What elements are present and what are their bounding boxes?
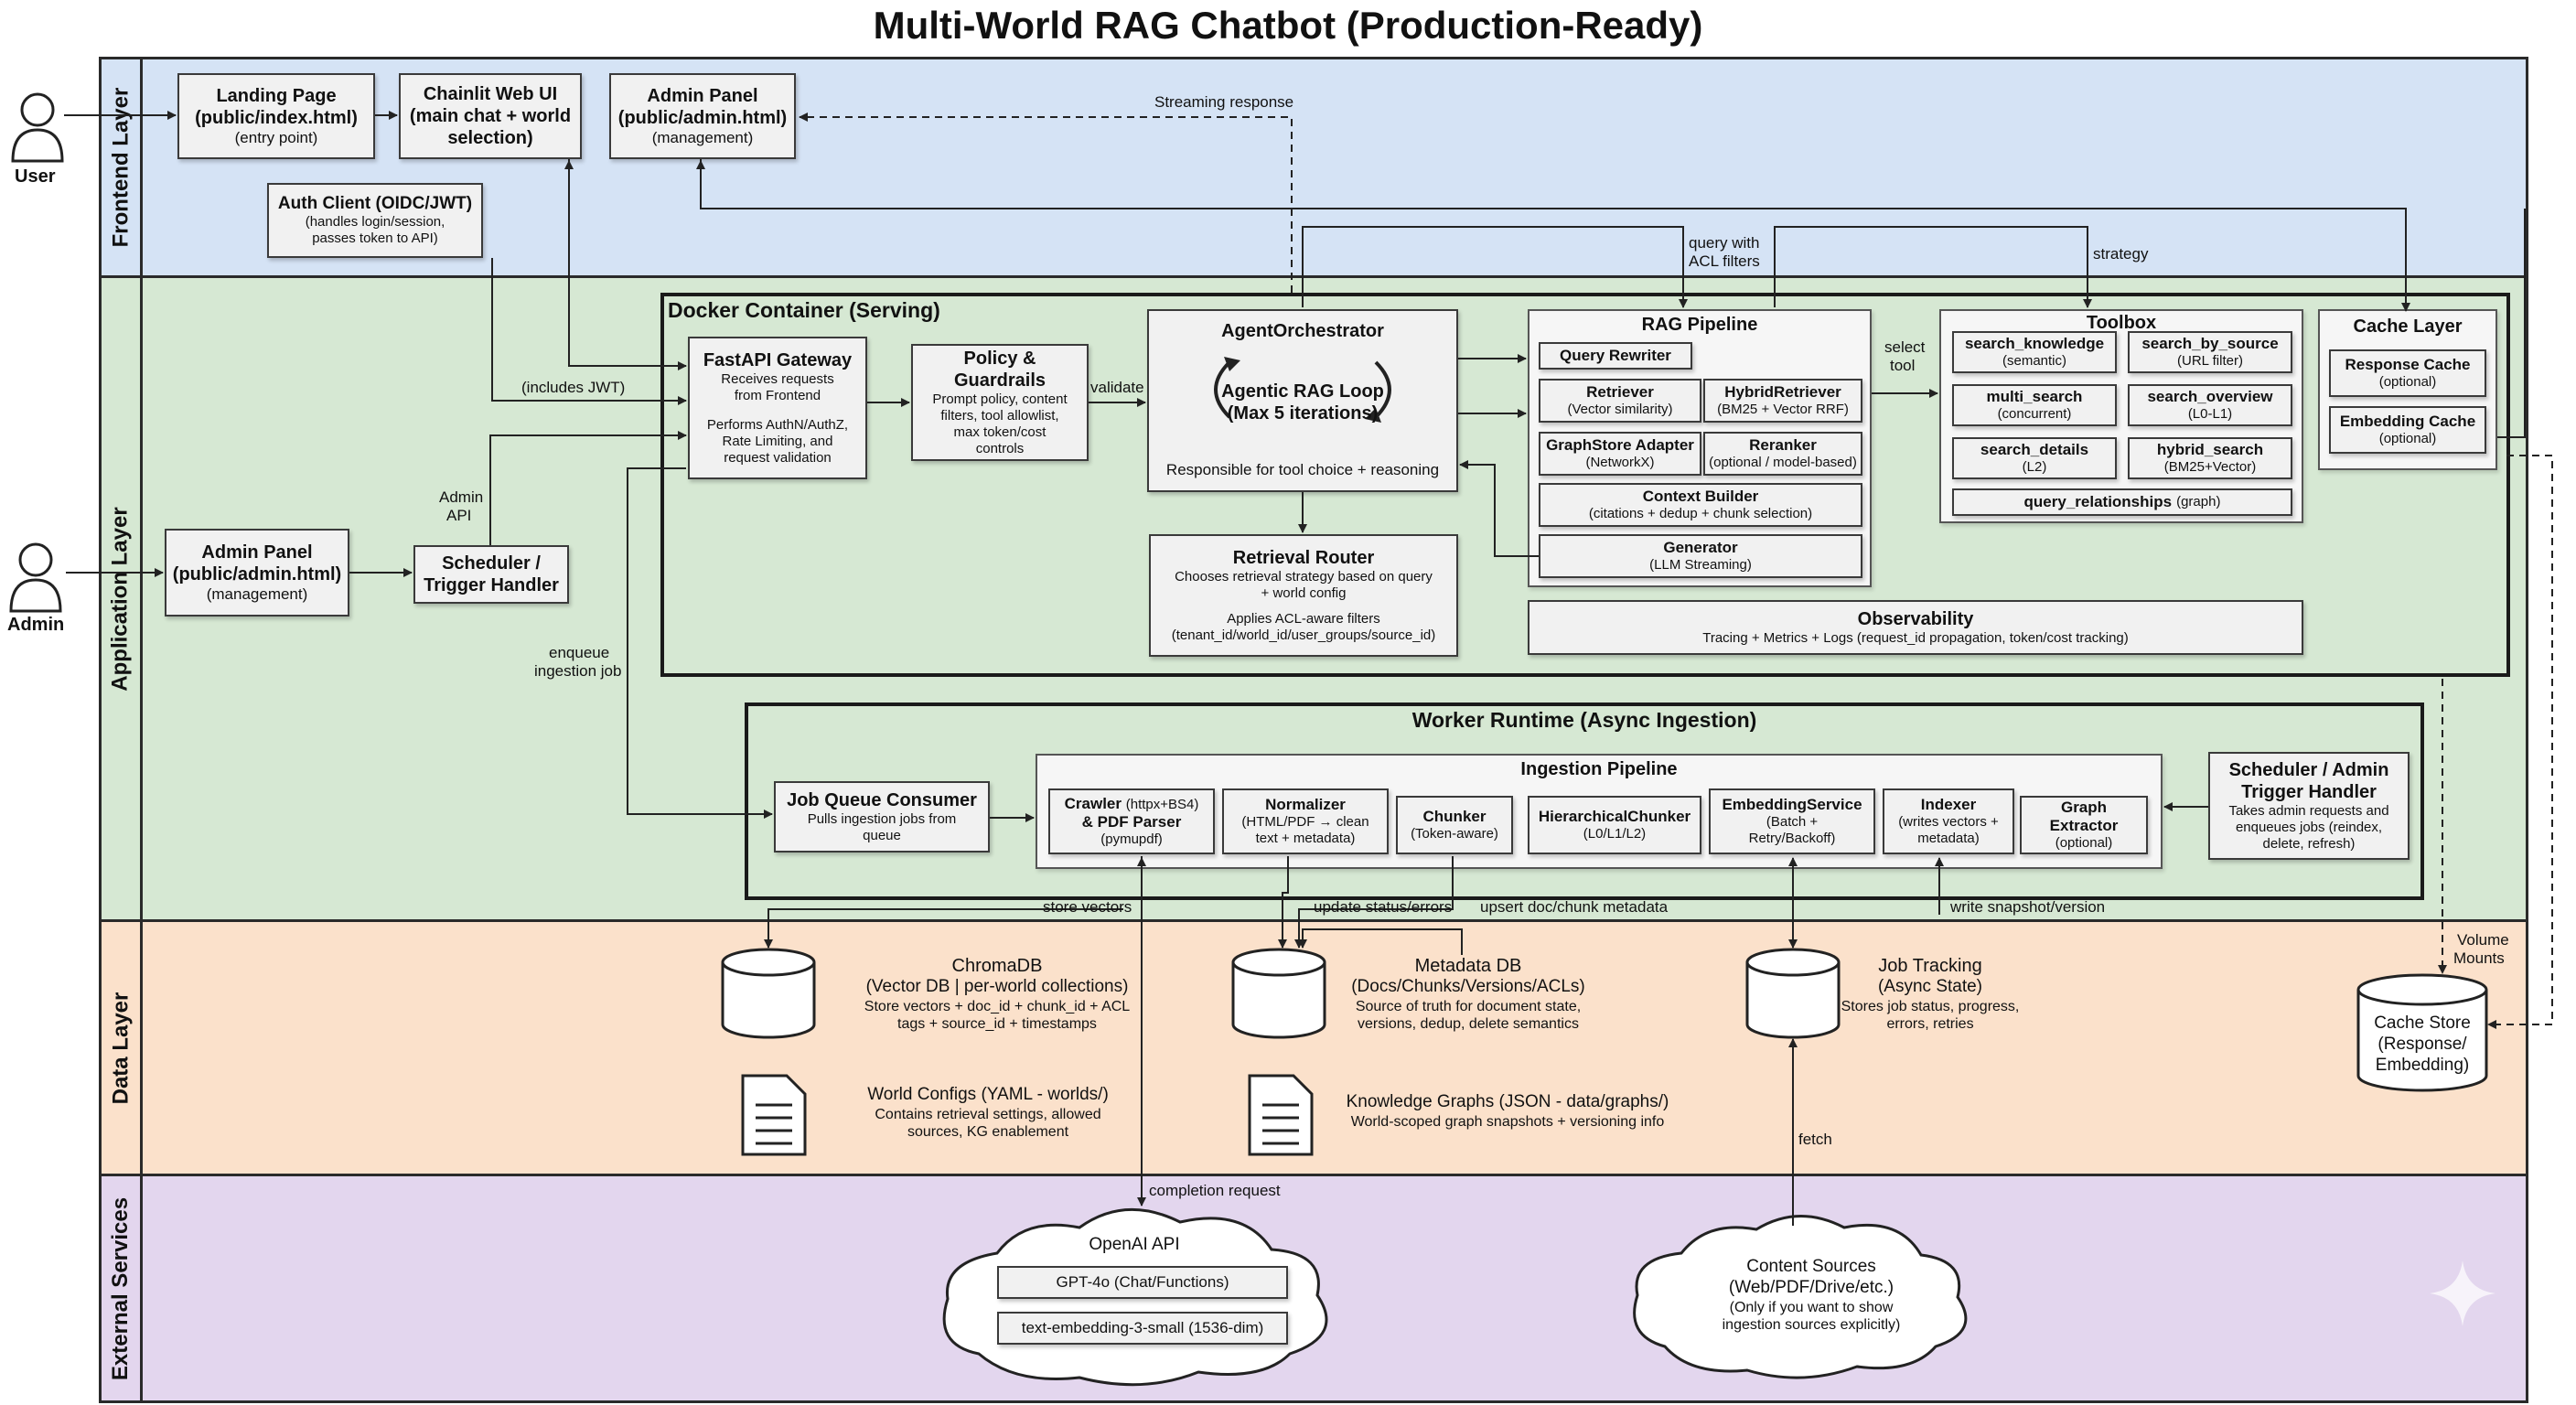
chainlit-web-ui-box: Chainlit Web UI (main chat + world selec… [399, 73, 582, 159]
context-builder-box: Context Builder (citations + dedup + chu… [1539, 483, 1862, 527]
tool-search-by-source: search_by_source (URL filter) [2128, 331, 2292, 373]
diagram-title: Multi-World RAG Chatbot (Production-Read… [873, 4, 1703, 47]
frontend-layer-label: Frontend Layer [99, 57, 143, 278]
landing-page-box: Landing Page (public/index.html) (entry … [177, 73, 375, 159]
graphstore-adapter-box: GraphStore Adapter (NetworkX) [1539, 432, 1701, 476]
edge-label-update-status: update status/errors [1314, 898, 1453, 916]
hybrid-retriever-box: HybridRetriever (BM25 + Vector RRF) [1703, 379, 1862, 423]
edge-label-admin-api-1: Admin [439, 488, 484, 506]
worker-runtime-title: Worker Runtime (Async Ingestion) [1411, 708, 1757, 732]
edge-label-strategy: strategy [2093, 245, 2149, 263]
reranker-box: Reranker (optional / model-based) [1703, 432, 1862, 476]
external-services-label: External Services [99, 1174, 143, 1403]
tool-search-overview: search_overview (L0-L1) [2128, 384, 2292, 426]
application-layer-label: Application Layer [99, 275, 143, 922]
crawler-box: Crawler (httpx+BS4) & PDF Parser (pymupd… [1048, 788, 1215, 854]
retrieval-router-box: Retrieval Router Chooses retrieval strat… [1149, 534, 1458, 657]
auth-client-box: Auth Client (OIDC/JWT) (handles login/se… [267, 183, 483, 258]
knowledge-graphs-text: Knowledge Graphs (JSON - data/graphs/) W… [1346, 1092, 1669, 1130]
generator-box: Generator (LLM Streaming) [1539, 534, 1862, 578]
cache-store-text: Cache Store (Response/ Embedding) [2374, 1014, 2471, 1075]
user-icon [11, 92, 64, 163]
hierarchical-chunker-box: HierarchicalChunker (L0/L1/L2) [1528, 796, 1701, 854]
sparkle-icon [2430, 1260, 2496, 1326]
retriever-box: Retriever (Vector similarity) [1539, 379, 1701, 423]
tool-search-knowledge: search_knowledge (semantic) [1952, 331, 2117, 373]
edge-label-write-snapshot: write snapshot/version [1950, 898, 2106, 916]
edge-label-query-acl-1: query with [1689, 234, 1760, 252]
edge-label-upsert: upsert doc/chunk metadata [1480, 898, 1669, 916]
admin-label: Admin [7, 615, 65, 635]
app-admin-panel-box: Admin Panel (public/admin.html) (managem… [165, 529, 349, 617]
embedding-service-box: EmbeddingService (Batch + Retry/Backoff) [1709, 788, 1875, 854]
embedding-model-box: text-embedding-3-small (1536-dim) [997, 1312, 1288, 1345]
fastapi-gateway-box: FastAPI Gateway Receives requests from F… [688, 337, 867, 479]
scheduler-trigger-box: Scheduler / Trigger Handler [413, 545, 569, 604]
edge-label-enqueue-2: ingestion job [534, 662, 622, 680]
edge-label-completion-request: completion request [1149, 1182, 1281, 1199]
edge-label-query-acl-2: ACL filters [1689, 252, 1760, 270]
edge-label-includes-jwt: (includes JWT) [521, 379, 626, 396]
response-cache-box: Response Cache (optional) [2329, 349, 2486, 397]
agentic-loop-icon [1214, 357, 1391, 423]
edge-label-store-vectors: store vectors [1043, 898, 1132, 916]
chromadb-text: ChromaDB (Vector DB | per-world collecti… [864, 956, 1131, 1032]
indexer-box: Indexer (writes vectors + metadata) [1883, 788, 2014, 854]
openai-api-title: OpenAI API [1089, 1235, 1180, 1254]
scheduler-admin-trigger-box: Scheduler / Admin Trigger Handler Takes … [2208, 752, 2410, 860]
metadata-db-text: Metadata DB (Docs/Chunks/Versions/ACLs) … [1351, 956, 1585, 1032]
gpt4o-model-box: GPT-4o (Chat/Functions) [997, 1266, 1288, 1299]
normalizer-box: Normalizer (HTML/PDF → clean text + meta… [1222, 788, 1389, 854]
edge-label-validate: validate [1090, 379, 1144, 396]
edge-label-fetch: fetch [1798, 1131, 1832, 1148]
tool-search-details: search_details (L2) [1952, 437, 2117, 479]
job-queue-consumer-box: Job Queue Consumer Pulls ingestion jobs … [774, 781, 990, 853]
data-layer-label: Data Layer [99, 919, 143, 1176]
admin-icon [9, 542, 62, 613]
observability-box: Observability Tracing + Metrics + Logs (… [1528, 600, 2303, 655]
query-rewriter-box: Query Rewriter [1539, 342, 1692, 370]
docker-container-title: Docker Container (Serving) [668, 298, 940, 322]
edge-label-admin-api-2: API [446, 507, 472, 524]
world-configs-text: World Configs (YAML - worlds/) Contains … [867, 1085, 1109, 1140]
chunker-box: Chunker (Token-aware) [1396, 796, 1513, 854]
policy-guardrails-box: Policy & Guardrails Prompt policy, conte… [911, 344, 1089, 461]
external-services-band [99, 1174, 2528, 1403]
embedding-cache-box: Embedding Cache (optional) [2329, 406, 2486, 454]
edge-label-enqueue-1: enqueue [549, 644, 610, 661]
graph-extractor-box: Graph Extractor (optional) [2020, 796, 2148, 854]
edge-label-volume-mounts-1: Volume [2457, 931, 2509, 949]
agent-orchestrator-box: AgentOrchestrator Agentic RAG Loop (Max … [1147, 309, 1458, 492]
frontend-admin-panel-box: Admin Panel (public/admin.html) (managem… [609, 73, 796, 159]
edge-label-select-tool-2: tool [1890, 357, 1916, 374]
data-layer-band [99, 919, 2528, 1176]
tool-query-relationships: query_relationships(graph) [1952, 488, 2292, 516]
content-sources-text: Content Sources (Web/PDF/Drive/etc.) (On… [1722, 1257, 1901, 1333]
user-label: User [15, 166, 56, 187]
agentic-loop-title: Agentic RAG Loop [1221, 381, 1384, 402]
tool-multi-search: multi_search (concurrent) [1952, 384, 2117, 426]
edge-label-select-tool-1: select [1884, 338, 1926, 356]
edge-label-volume-mounts-2: Mounts [2453, 949, 2505, 967]
tool-hybrid-search: hybrid_search (BM25+Vector) [2128, 437, 2292, 479]
agentic-loop-iterations: (Max 5 iterations) [1227, 403, 1379, 424]
edge-label-streaming-response: Streaming response [1154, 93, 1294, 111]
job-tracking-text: Job Tracking (Async State) Stores job st… [1841, 956, 2020, 1032]
